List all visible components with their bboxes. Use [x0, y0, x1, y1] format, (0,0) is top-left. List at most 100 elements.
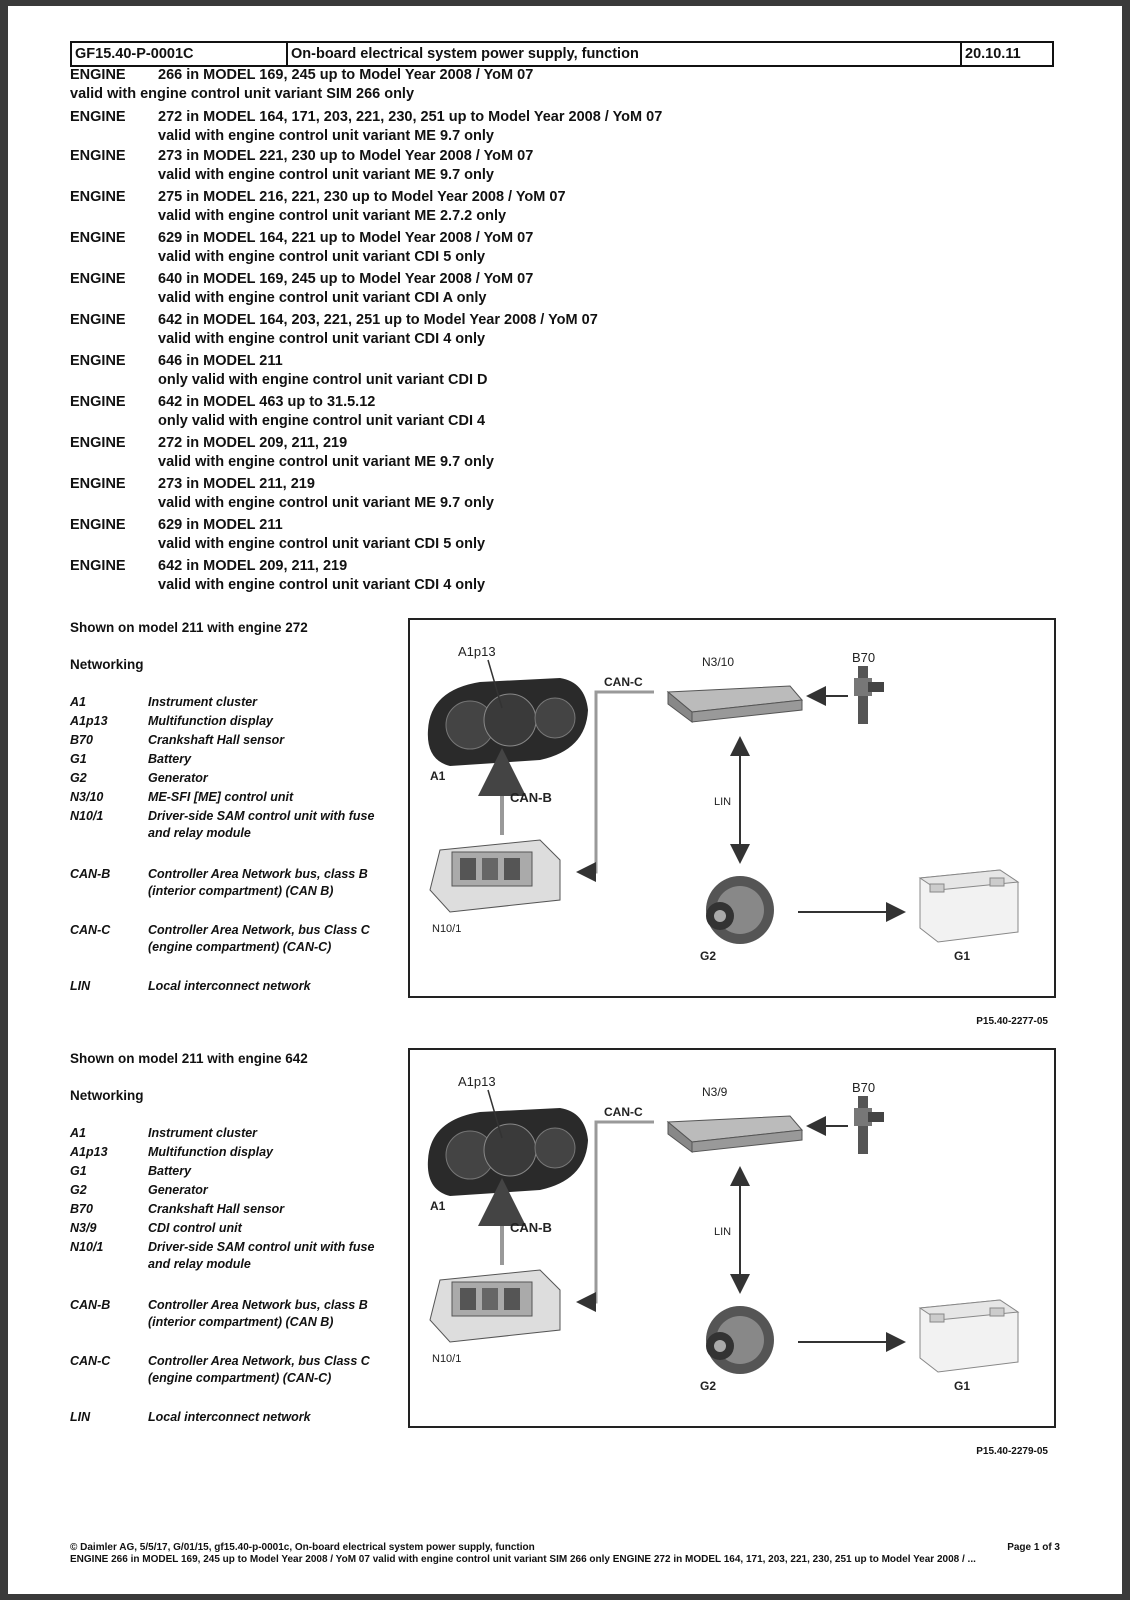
legend-desc: Crankshaft Hall sensor — [148, 1202, 285, 1216]
legend-desc: Crankshaft Hall sensor — [148, 733, 285, 747]
entry-model: 266 in MODEL 169, 245 up to Model Year 2… — [158, 67, 534, 83]
entry-label: ENGINE — [70, 312, 126, 328]
instrument-cluster-icon — [427, 659, 588, 766]
doc-id: GF15.40-P-0001C — [72, 43, 288, 65]
entry-variant: valid with engine control unit variant M… — [158, 128, 494, 144]
section2-heading: Networking — [70, 1088, 144, 1103]
entry-model: 629 in MODEL 164, 221 up to Model Year 2… — [158, 230, 534, 246]
entry-model: 272 in MODEL 209, 211, 219 — [158, 435, 348, 451]
legend-code: A1p13 — [70, 714, 108, 728]
entry-model: 642 in MODEL 209, 211, 219 — [158, 558, 348, 574]
entry-model: 273 in MODEL 211, 219 — [158, 476, 315, 492]
legend-desc: Controller Area Network, bus Class C (en… — [148, 1354, 370, 1385]
document-header: GF15.40-P-0001C On-board electrical syst… — [70, 41, 1054, 67]
sam-module-icon — [429, 839, 561, 913]
legend-desc: CDI control unit — [148, 1221, 242, 1235]
legend-code: G1 — [70, 752, 87, 766]
footer-copyright: © Daimler AG, 5/5/17, G/01/15, gf15.40-p… — [70, 1542, 535, 1553]
legend-code: LIN — [70, 1410, 91, 1424]
networking-diagram: A1p13 A1 N3/9 B70 CAN-C CAN-B LIN N10/1 … — [408, 1048, 1056, 1428]
generator-icon — [706, 876, 774, 944]
legend-desc: Instrument cluster — [148, 695, 258, 709]
legend-desc: Controller Area Network bus, class B (in… — [148, 1298, 368, 1329]
legend-desc: Driver-side SAM control unit with fuse a… — [148, 1240, 375, 1271]
entry-variant: valid with engine control unit variant C… — [158, 331, 486, 347]
document-page: GF15.40-P-0001C On-board electrical syst… — [8, 6, 1122, 1594]
entry-label: ENGINE — [70, 517, 126, 533]
page-footer: © Daimler AG, 5/5/17, G/01/15, gf15.40-p… — [70, 1542, 1060, 1566]
entry-model: 272 in MODEL 164, 171, 203, 221, 230, 25… — [158, 109, 663, 125]
entry-label: ENGINE — [70, 148, 126, 164]
ecu-label: N3/9 — [702, 1085, 728, 1099]
can-c-label: CAN-C — [604, 675, 643, 689]
instrument-cluster-icon — [427, 1089, 588, 1196]
legend-code: N10/1 — [70, 1240, 104, 1254]
footer-page-number: Page 1 of 3 — [1007, 1542, 1060, 1553]
entry-label: ENGINE — [70, 230, 126, 246]
legend-code: B70 — [70, 1202, 93, 1216]
entry-variant: valid with engine control unit variant M… — [158, 208, 507, 224]
can-b-label: CAN-B — [510, 1220, 552, 1235]
entry-model: 275 in MODEL 216, 221, 230 up to Model Y… — [158, 189, 566, 205]
legend-code: G1 — [70, 1164, 87, 1178]
entry-label: ENGINE — [70, 189, 126, 205]
legend-desc: Controller Area Network, bus Class C (en… — [148, 923, 370, 954]
entry-label: ENGINE — [70, 394, 126, 410]
legend-code: N3/10 — [70, 790, 104, 804]
generator-label: G2 — [700, 949, 716, 963]
legend-code: G2 — [70, 1183, 87, 1197]
display-label: A1p13 — [458, 644, 496, 659]
sensor-label: B70 — [852, 650, 875, 665]
sensor-label: B70 — [852, 1080, 875, 1095]
legend-desc: Local interconnect network — [148, 1410, 311, 1424]
entry-variant: only valid with engine control unit vari… — [158, 413, 486, 429]
legend-code: A1 — [70, 1126, 86, 1140]
legend-code: N10/1 — [70, 809, 104, 823]
can-c-label: CAN-C — [604, 1105, 643, 1119]
ecu-label: N3/10 — [702, 655, 734, 669]
legend-code: A1 — [70, 695, 86, 709]
entry-model: 273 in MODEL 221, 230 up to Model Year 2… — [158, 148, 534, 164]
battery-icon — [918, 1299, 1020, 1373]
battery-icon — [918, 869, 1020, 943]
control-unit-icon — [666, 1115, 803, 1153]
hall-sensor-icon — [854, 1096, 884, 1154]
sam-label: N10/1 — [432, 1353, 461, 1365]
entry-model: 646 in MODEL 211 — [158, 353, 283, 369]
entry-label: ENGINE — [70, 435, 126, 451]
entry-variant: valid with engine control unit variant M… — [158, 495, 494, 511]
legend-desc: Generator — [148, 771, 208, 785]
legend-desc: ME-SFI [ME] control unit — [148, 790, 294, 804]
entry-variant: valid with engine control unit variant C… — [158, 577, 486, 593]
figure-reference: P15.40-2277-05 — [976, 1016, 1048, 1027]
legend-desc: Instrument cluster — [148, 1126, 258, 1140]
legend-desc: Controller Area Network bus, class B (in… — [148, 867, 368, 898]
section1-heading: Networking — [70, 657, 144, 672]
legend-desc: Driver-side SAM control unit with fuse a… — [148, 809, 375, 840]
legend-desc: Battery — [148, 1164, 192, 1178]
legend-code: CAN-C — [70, 1354, 111, 1368]
doc-date: 20.10.11 — [965, 46, 1021, 62]
entry-variant: valid with engine control unit variant C… — [158, 290, 487, 306]
legend-code: CAN-B — [70, 1298, 111, 1312]
battery-label: G1 — [954, 949, 970, 963]
lin-label: LIN — [714, 1226, 731, 1238]
cluster-label: A1 — [430, 769, 446, 783]
control-unit-icon — [666, 685, 803, 723]
footer-applicability: ENGINE 266 in MODEL 169, 245 up to Model… — [70, 1554, 976, 1565]
legend-desc: Multifunction display — [148, 714, 273, 728]
generator-label: G2 — [700, 1379, 716, 1393]
generator-icon — [706, 1306, 774, 1374]
entry-variant: only valid with engine control unit vari… — [158, 372, 488, 388]
entry-label: ENGINE — [70, 109, 126, 125]
entry-model: 642 in MODEL 164, 203, 221, 251 up to Mo… — [158, 312, 598, 328]
legend-code: B70 — [70, 733, 93, 747]
lin-label: LIN — [714, 796, 731, 808]
display-label: A1p13 — [458, 1074, 496, 1089]
sam-label: N10/1 — [432, 923, 461, 935]
legend-code: G2 — [70, 771, 87, 785]
hall-sensor-icon — [854, 666, 884, 724]
section2-shown-on: Shown on model 211 with engine 642 — [70, 1051, 308, 1066]
legend-desc: Local interconnect network — [148, 979, 311, 993]
doc-title: On-board electrical system power supply,… — [288, 43, 962, 65]
